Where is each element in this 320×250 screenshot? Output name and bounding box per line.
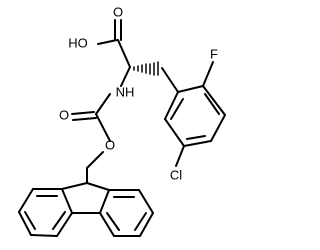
ring-bond-4 — [183, 140, 212, 147]
bond-ch2-ring — [161, 67, 179, 93]
ring-bond-1 — [177, 85, 204, 93]
bond-carbamate-c-o-double-1 — [71, 111, 95, 115]
fluorene-c9-left — [61, 182, 88, 190]
fl-right-5 — [138, 189, 154, 214]
fl-left-1 — [61, 188, 73, 214]
ring-inner-bond-b — [204, 93, 220, 115]
fl-left-5 — [18, 188, 34, 213]
fl-left-3 — [30, 234, 58, 237]
ring-inner-bond-c — [186, 135, 206, 140]
fl-right-inner-c — [106, 212, 120, 231]
amide-nitrogen-label: NH — [116, 84, 135, 99]
carbamate-carbonyl-oxygen-label: O — [59, 107, 69, 122]
fl-left-2 — [56, 212, 73, 237]
fl-right-inner-b — [134, 212, 147, 231]
fl-right-2 — [99, 212, 115, 237]
ring-bond-3 — [210, 114, 226, 142]
ring-bond-5 — [164, 118, 185, 147]
bond-nh-carbamate-c — [95, 93, 111, 115]
ring-inner-bond-a — [170, 98, 184, 120]
bond-carbamate-c-o-ester — [95, 113, 111, 142]
hydroxyl-label: HO — [68, 35, 88, 50]
fluorine-label: F — [210, 46, 218, 61]
bond-acid-c-oh — [97, 39, 118, 45]
bond-alpha-nh — [120, 66, 131, 87]
fl-right-1 — [99, 189, 110, 214]
chlorine-label: Cl — [170, 167, 182, 182]
atom-labels: HO O NH O O F Cl — [59, 4, 218, 182]
fl-right-4 — [139, 212, 154, 237]
bond-acid-c-alpha — [117, 39, 131, 68]
fl-left-inner-c — [52, 211, 66, 230]
chemical-structure-diagram: HO O NH O O F Cl — [18, 4, 226, 237]
bond-o-ch2 — [86, 151, 104, 169]
fl-left-inner-b — [24, 211, 36, 230]
bond-alpha-ch2-hashed — [133, 61, 159, 76]
fluorene-c9-right — [86, 182, 110, 191]
acid-carbonyl-oxygen-label: O — [113, 4, 123, 19]
carbamate-ester-oxygen-label: O — [105, 137, 115, 152]
bond-ring-cl — [175, 145, 185, 167]
fl-left-4 — [18, 211, 32, 236]
bond-ring-f — [202, 61, 214, 87]
ring-bond-6 — [164, 91, 179, 120]
bond-carbamate-c-o-double-2 — [72, 117, 97, 121]
bonds — [18, 19, 226, 237]
ring-bond-2 — [202, 85, 226, 116]
